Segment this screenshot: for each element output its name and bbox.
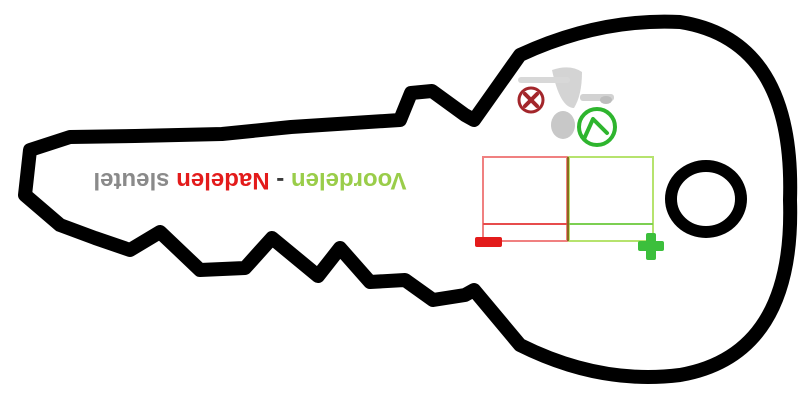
pros-cons-table (482, 156, 654, 242)
title-advantages: Voordelen (290, 167, 407, 194)
title-disadvantages: Nadelen (176, 167, 270, 194)
red-x-circle-icon (517, 86, 545, 114)
key-title: Voordelen - Nadelen sleutel (20, 165, 480, 195)
key-hole (665, 160, 747, 238)
person-thinking-icon (518, 67, 614, 139)
title-separator: - (269, 167, 291, 194)
green-check-circle-icon (577, 107, 617, 147)
title-key-word: sleutel (93, 167, 170, 194)
plus-icon (638, 233, 664, 260)
minus-icon (475, 237, 502, 247)
